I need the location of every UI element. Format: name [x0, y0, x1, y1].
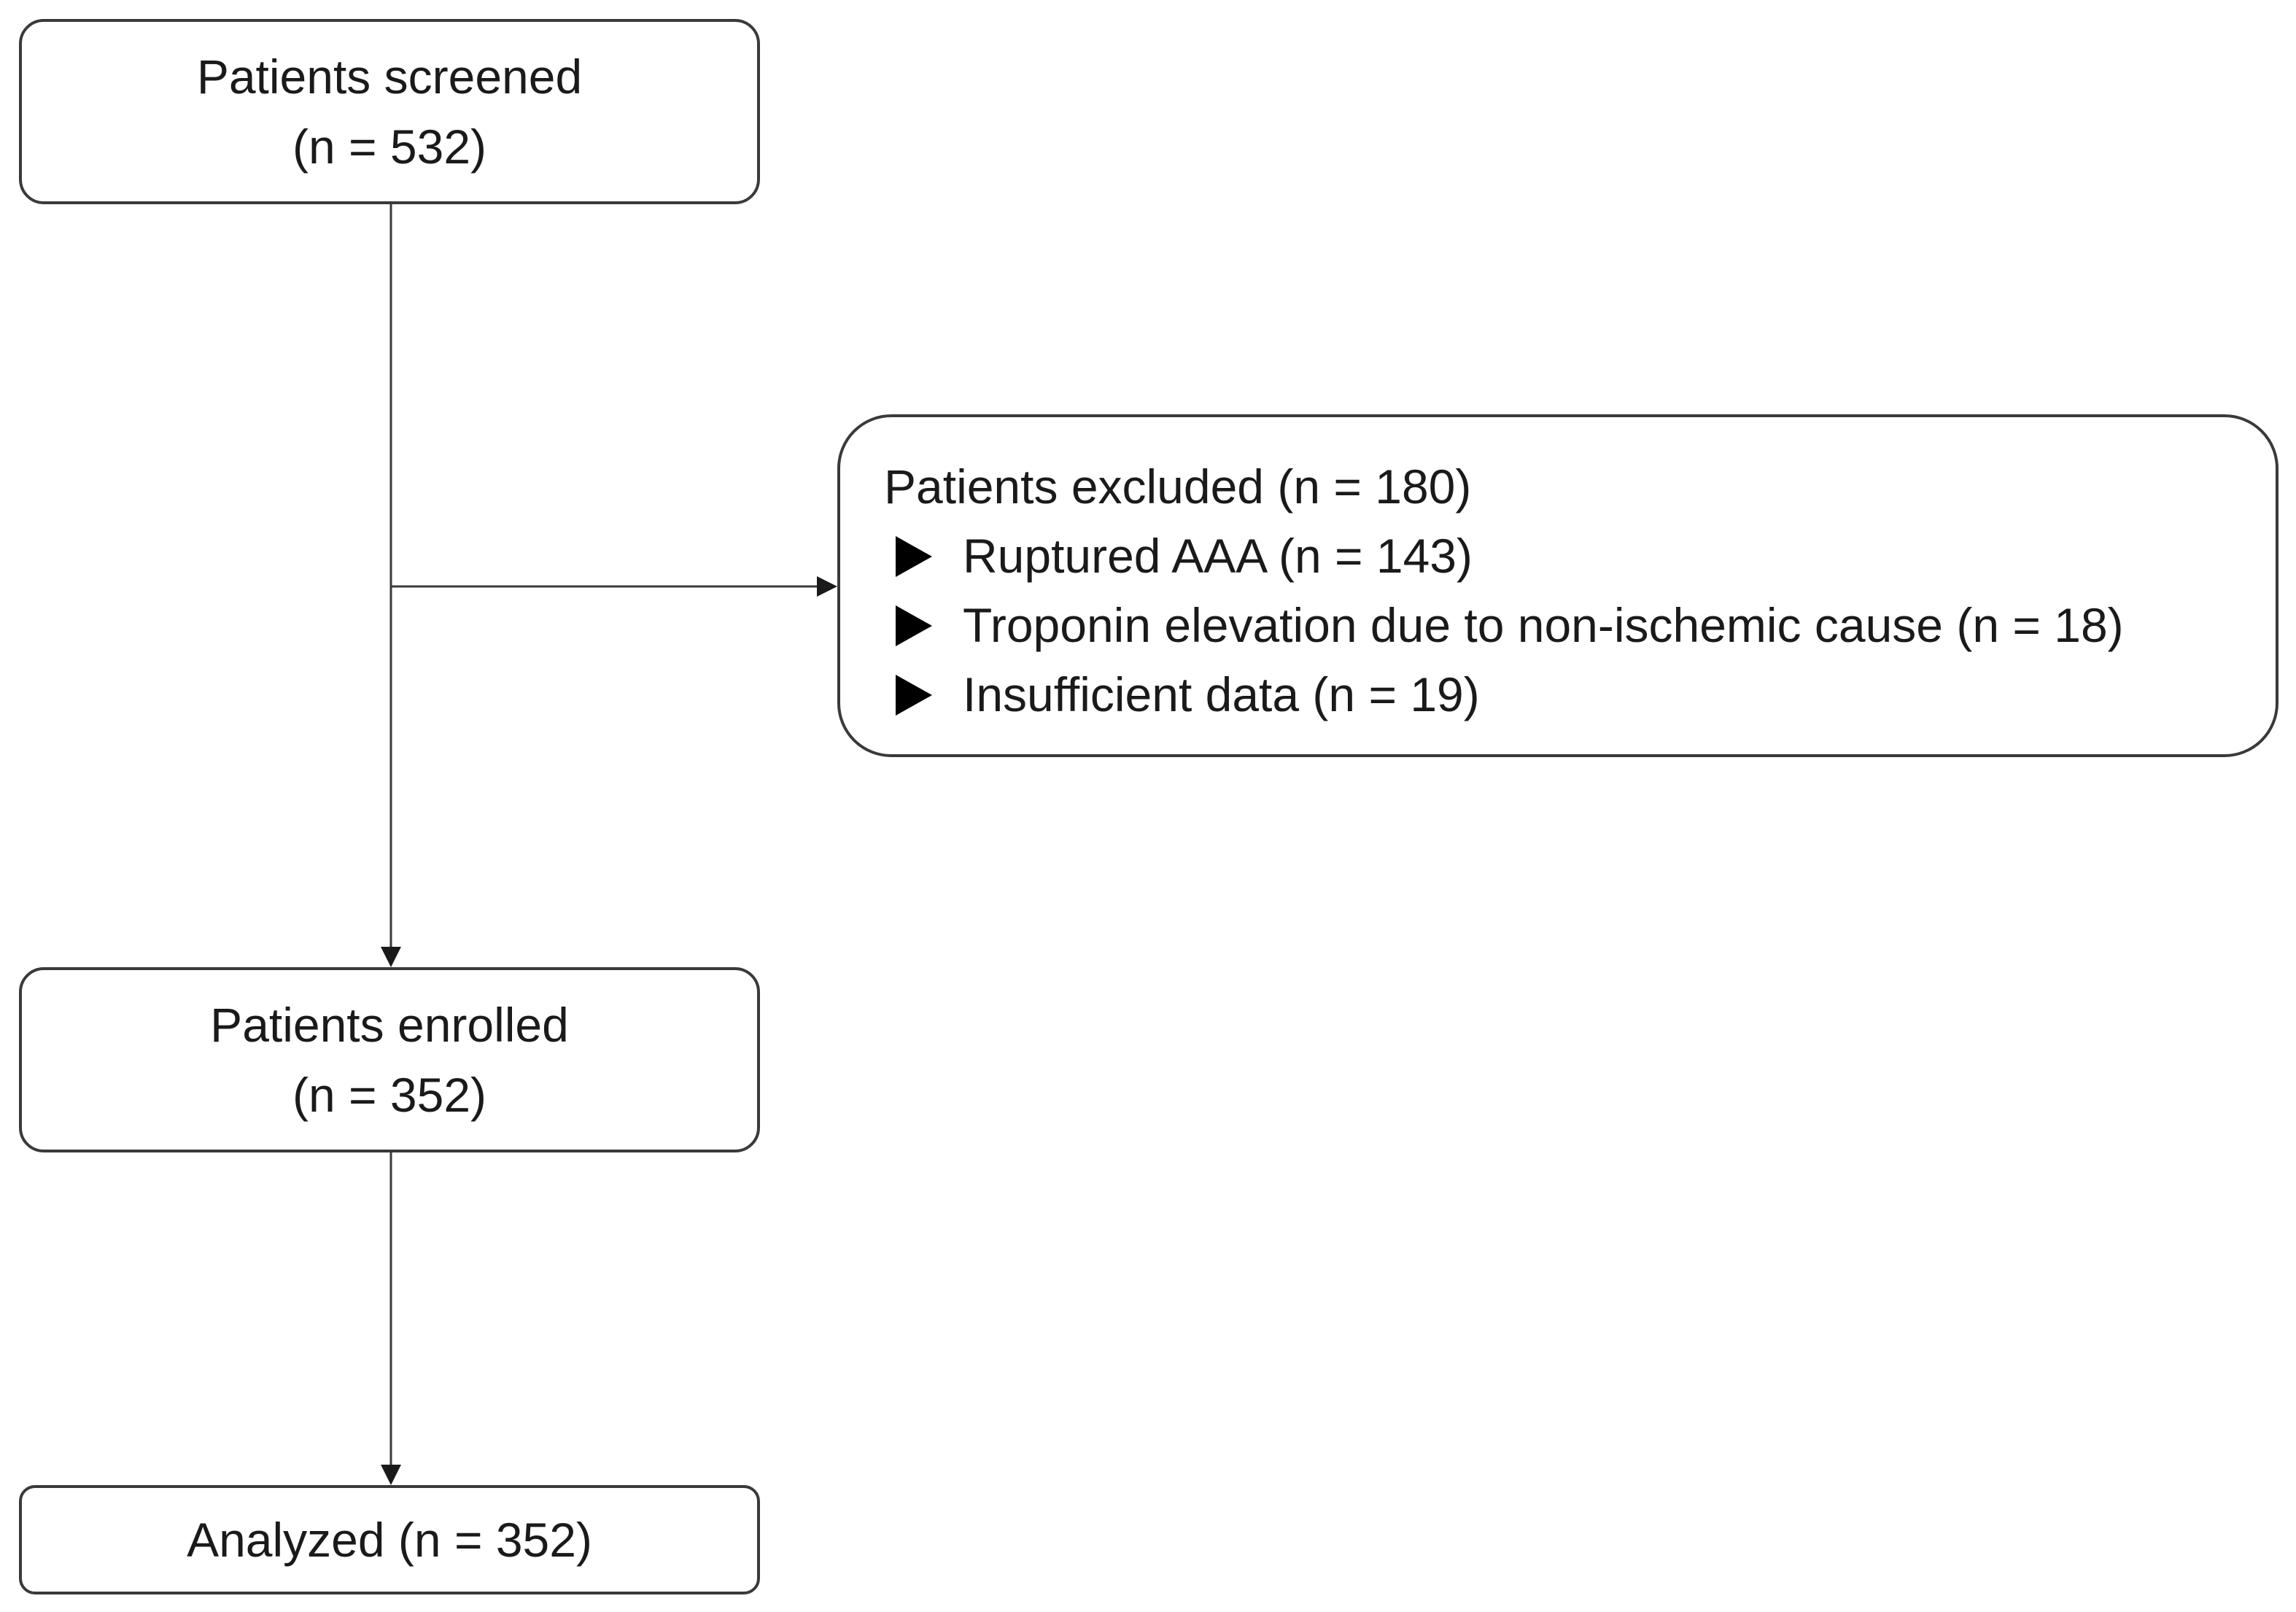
- triangle-right-icon: [896, 605, 932, 646]
- excluded-item-label: Insufficient data (n = 19): [963, 667, 1480, 721]
- patients-screened-box: Patients screened (n = 532): [19, 19, 760, 204]
- arrowhead-to-enrolled: [381, 947, 401, 967]
- enrolled-count: (n = 352): [292, 1068, 486, 1122]
- screened-count: (n = 532): [292, 120, 486, 174]
- analyzed-label: Analyzed (n = 352): [187, 1513, 592, 1567]
- triangle-right-icon: [896, 535, 932, 577]
- excluded-item-troponin: Troponin elevation due to non-ischemic c…: [884, 591, 2276, 660]
- excluded-item-insufficient-data: Insufficient data (n = 19): [884, 660, 2276, 729]
- excluded-item-ruptured-aaa: Ruptured AAA (n = 143): [884, 522, 2276, 591]
- patients-excluded-box: Patients excluded (n = 180) Ruptured AAA…: [837, 414, 2278, 757]
- excluded-item-label: Ruptured AAA (n = 143): [963, 529, 1473, 583]
- excluded-item-label: Troponin elevation due to non-ischemic c…: [963, 598, 2124, 652]
- enrolled-label: Patients enrolled: [210, 998, 569, 1052]
- screened-label: Patients screened: [196, 50, 583, 104]
- triangle-right-icon: [896, 674, 932, 716]
- arrowhead-to-analyzed: [381, 1465, 401, 1485]
- arrowhead-to-excluded: [817, 576, 837, 597]
- patients-enrolled-box: Patients enrolled (n = 352): [19, 967, 760, 1152]
- analyzed-box: Analyzed (n = 352): [19, 1485, 760, 1594]
- excluded-title: Patients excluded (n = 180): [884, 460, 1472, 514]
